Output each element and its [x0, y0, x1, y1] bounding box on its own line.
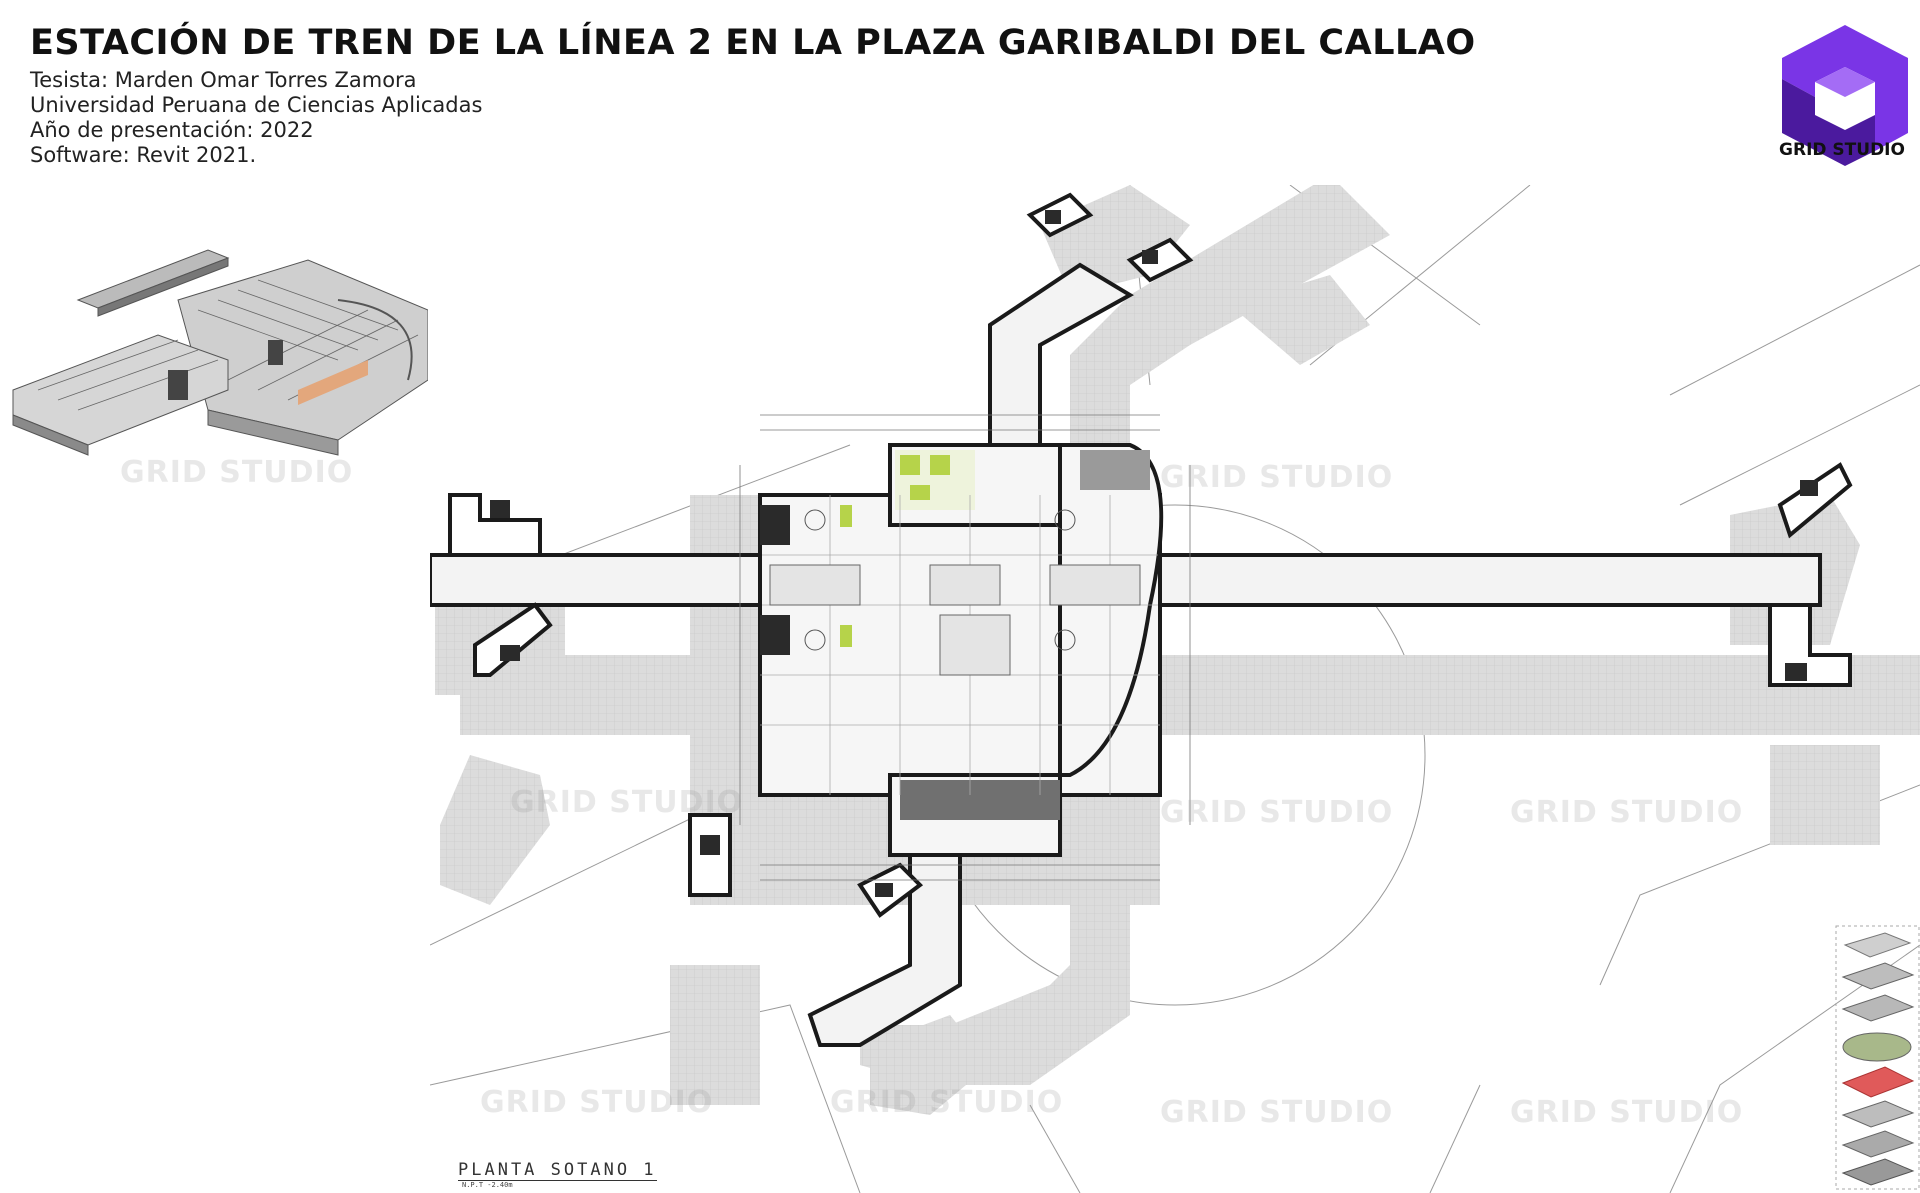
watermark: GRID STUDIO	[1510, 1095, 1744, 1130]
header: ESTACIÓN DE TREN DE LA LÍNEA 2 EN LA PLA…	[30, 18, 1530, 168]
watermark: GRID STUDIO	[120, 455, 354, 490]
watermark: GRID STUDIO	[480, 1085, 714, 1120]
presentation-year: Año de presentación: 2022	[30, 118, 314, 142]
level-thumbnails	[1835, 925, 1920, 1190]
watermark: GRID STUDIO	[1160, 795, 1394, 830]
watermark: GRID STUDIO	[510, 785, 744, 820]
floor-plan-basement-1	[430, 185, 1920, 1193]
logo-label: GRID STUDIO	[1779, 140, 1905, 160]
software: Software: Revit 2021.	[30, 143, 257, 167]
watermark: GRID STUDIO	[1160, 1095, 1394, 1130]
grid-studio-cube-icon	[1782, 25, 1908, 166]
plan-label: PLANTA SOTANO 1	[458, 1160, 657, 1181]
plan-sublabel: N.P.T -2.40m	[462, 1181, 513, 1189]
university: Universidad Peruana de Ciencias Aplicada…	[30, 93, 483, 117]
isometric-3d-view	[12, 249, 428, 456]
watermark: GRID STUDIO	[1160, 460, 1394, 495]
watermark: GRID STUDIO	[1510, 795, 1744, 830]
thesis-author: Tesista: Marden Omar Torres Zamora	[30, 68, 417, 92]
page-title: ESTACIÓN DE TREN DE LA LÍNEA 2 EN LA PLA…	[30, 23, 1476, 63]
watermark: GRID STUDIO	[830, 1085, 1064, 1120]
